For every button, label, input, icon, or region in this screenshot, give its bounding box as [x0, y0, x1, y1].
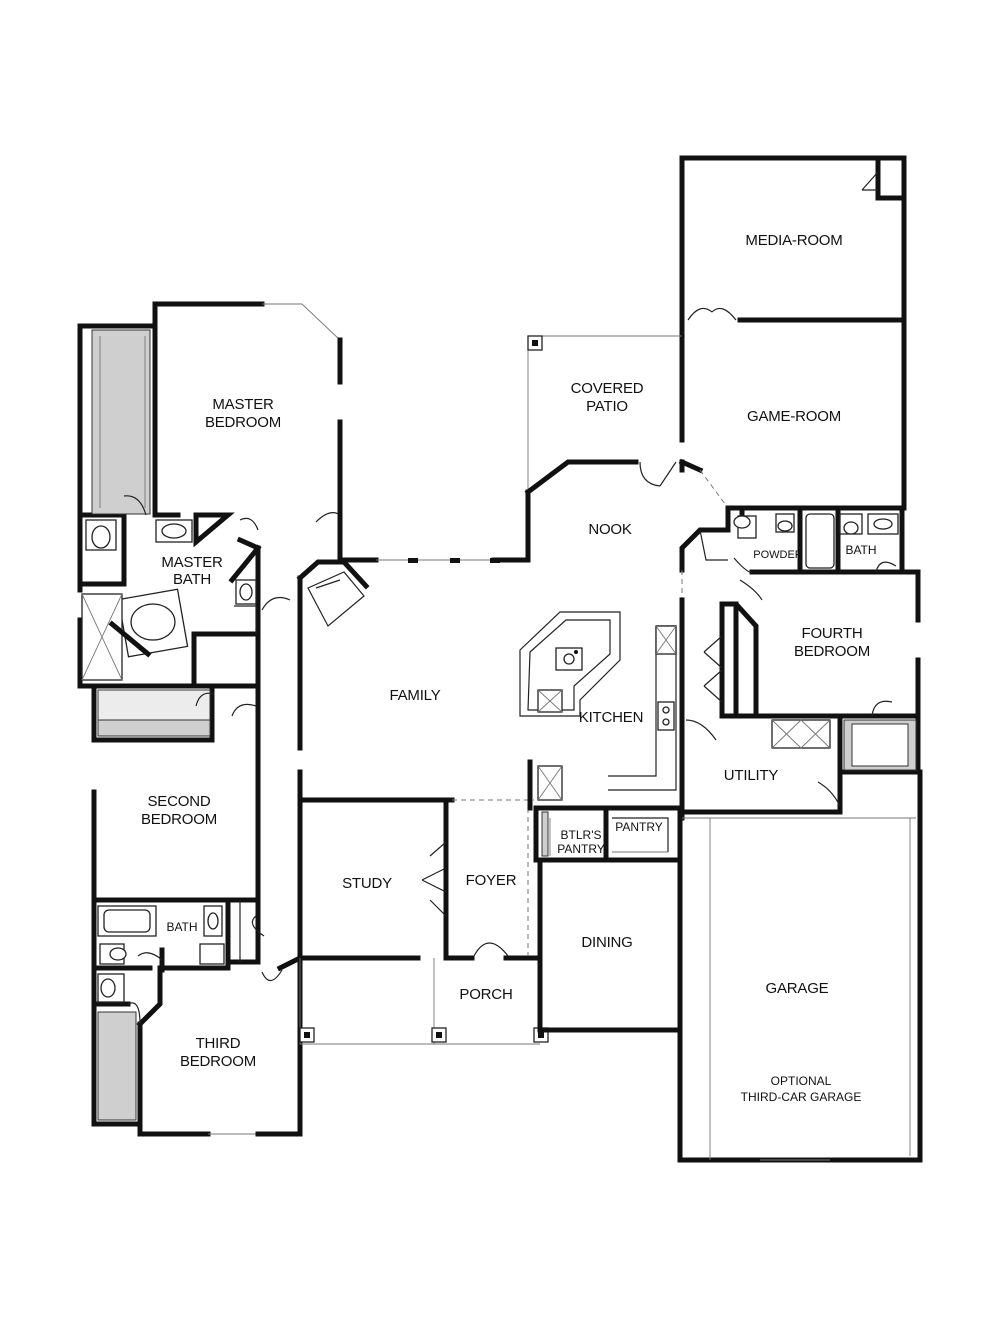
lower-bath-walls [91, 897, 265, 973]
label-foyer: FOYER [466, 872, 517, 889]
label-fourth-bedroom-2: BEDROOM [794, 643, 870, 660]
study-foyer-walls [297, 797, 549, 1045]
label-game-room: GAME-ROOM [747, 408, 841, 425]
east-wing-walls [679, 505, 921, 821]
label-butlers-pantry-1: BTLR'S [561, 828, 602, 842]
label-bath-upper: BATH [845, 543, 876, 557]
covered-patio [524, 335, 729, 563]
label-utility: UTILITY [724, 767, 779, 784]
label-second-bedroom-1: SECOND [148, 793, 211, 810]
media-game-walls [679, 155, 907, 511]
label-pantry: PANTRY [615, 820, 663, 834]
label-kitchen: KITCHEN [579, 709, 643, 726]
label-study: STUDY [342, 875, 392, 892]
label-covered-patio-2: PATIO [586, 398, 628, 415]
label-fourth-bedroom-1: FOURTH [801, 625, 862, 642]
label-powder: POWDER [753, 549, 803, 561]
label-master-bath-1: MASTER [161, 554, 223, 571]
label-bath-lower: BATH [166, 920, 197, 934]
label-optional-garage-2: THIRD-CAR GARAGE [741, 1090, 862, 1104]
second-bedroom-walls [91, 683, 303, 983]
label-nook: NOOK [588, 521, 632, 538]
label-dining: DINING [581, 934, 632, 951]
family-walls [255, 512, 531, 751]
label-media-room: MEDIA-ROOM [745, 232, 842, 249]
kitchen-fixtures [519, 611, 677, 811]
label-third-bedroom-1: THIRD [196, 1035, 241, 1052]
label-covered-patio-1: COVERED [571, 380, 644, 397]
label-second-bedroom-2: BEDROOM [141, 811, 217, 828]
label-third-bedroom-2: BEDROOM [180, 1053, 256, 1070]
label-master-bath-2: BATH [173, 571, 211, 588]
garage-walls [677, 769, 923, 1163]
label-master-bedroom-2: BEDROOM [205, 414, 281, 431]
label-porch: PORCH [459, 986, 512, 1003]
label-butlers-pantry-2: PANTRY [557, 842, 605, 856]
label-master-bedroom-1: MASTER [212, 396, 274, 413]
label-family: FAMILY [389, 687, 440, 704]
label-garage: GARAGE [766, 980, 829, 997]
third-bedroom-walls [91, 954, 304, 1137]
master-suite-walls [77, 301, 343, 689]
label-optional-garage-1: OPTIONAL [771, 1074, 832, 1088]
room-labels: MEDIA-ROOM COVERED PATIO GAME-ROOM MASTE… [141, 232, 877, 1104]
